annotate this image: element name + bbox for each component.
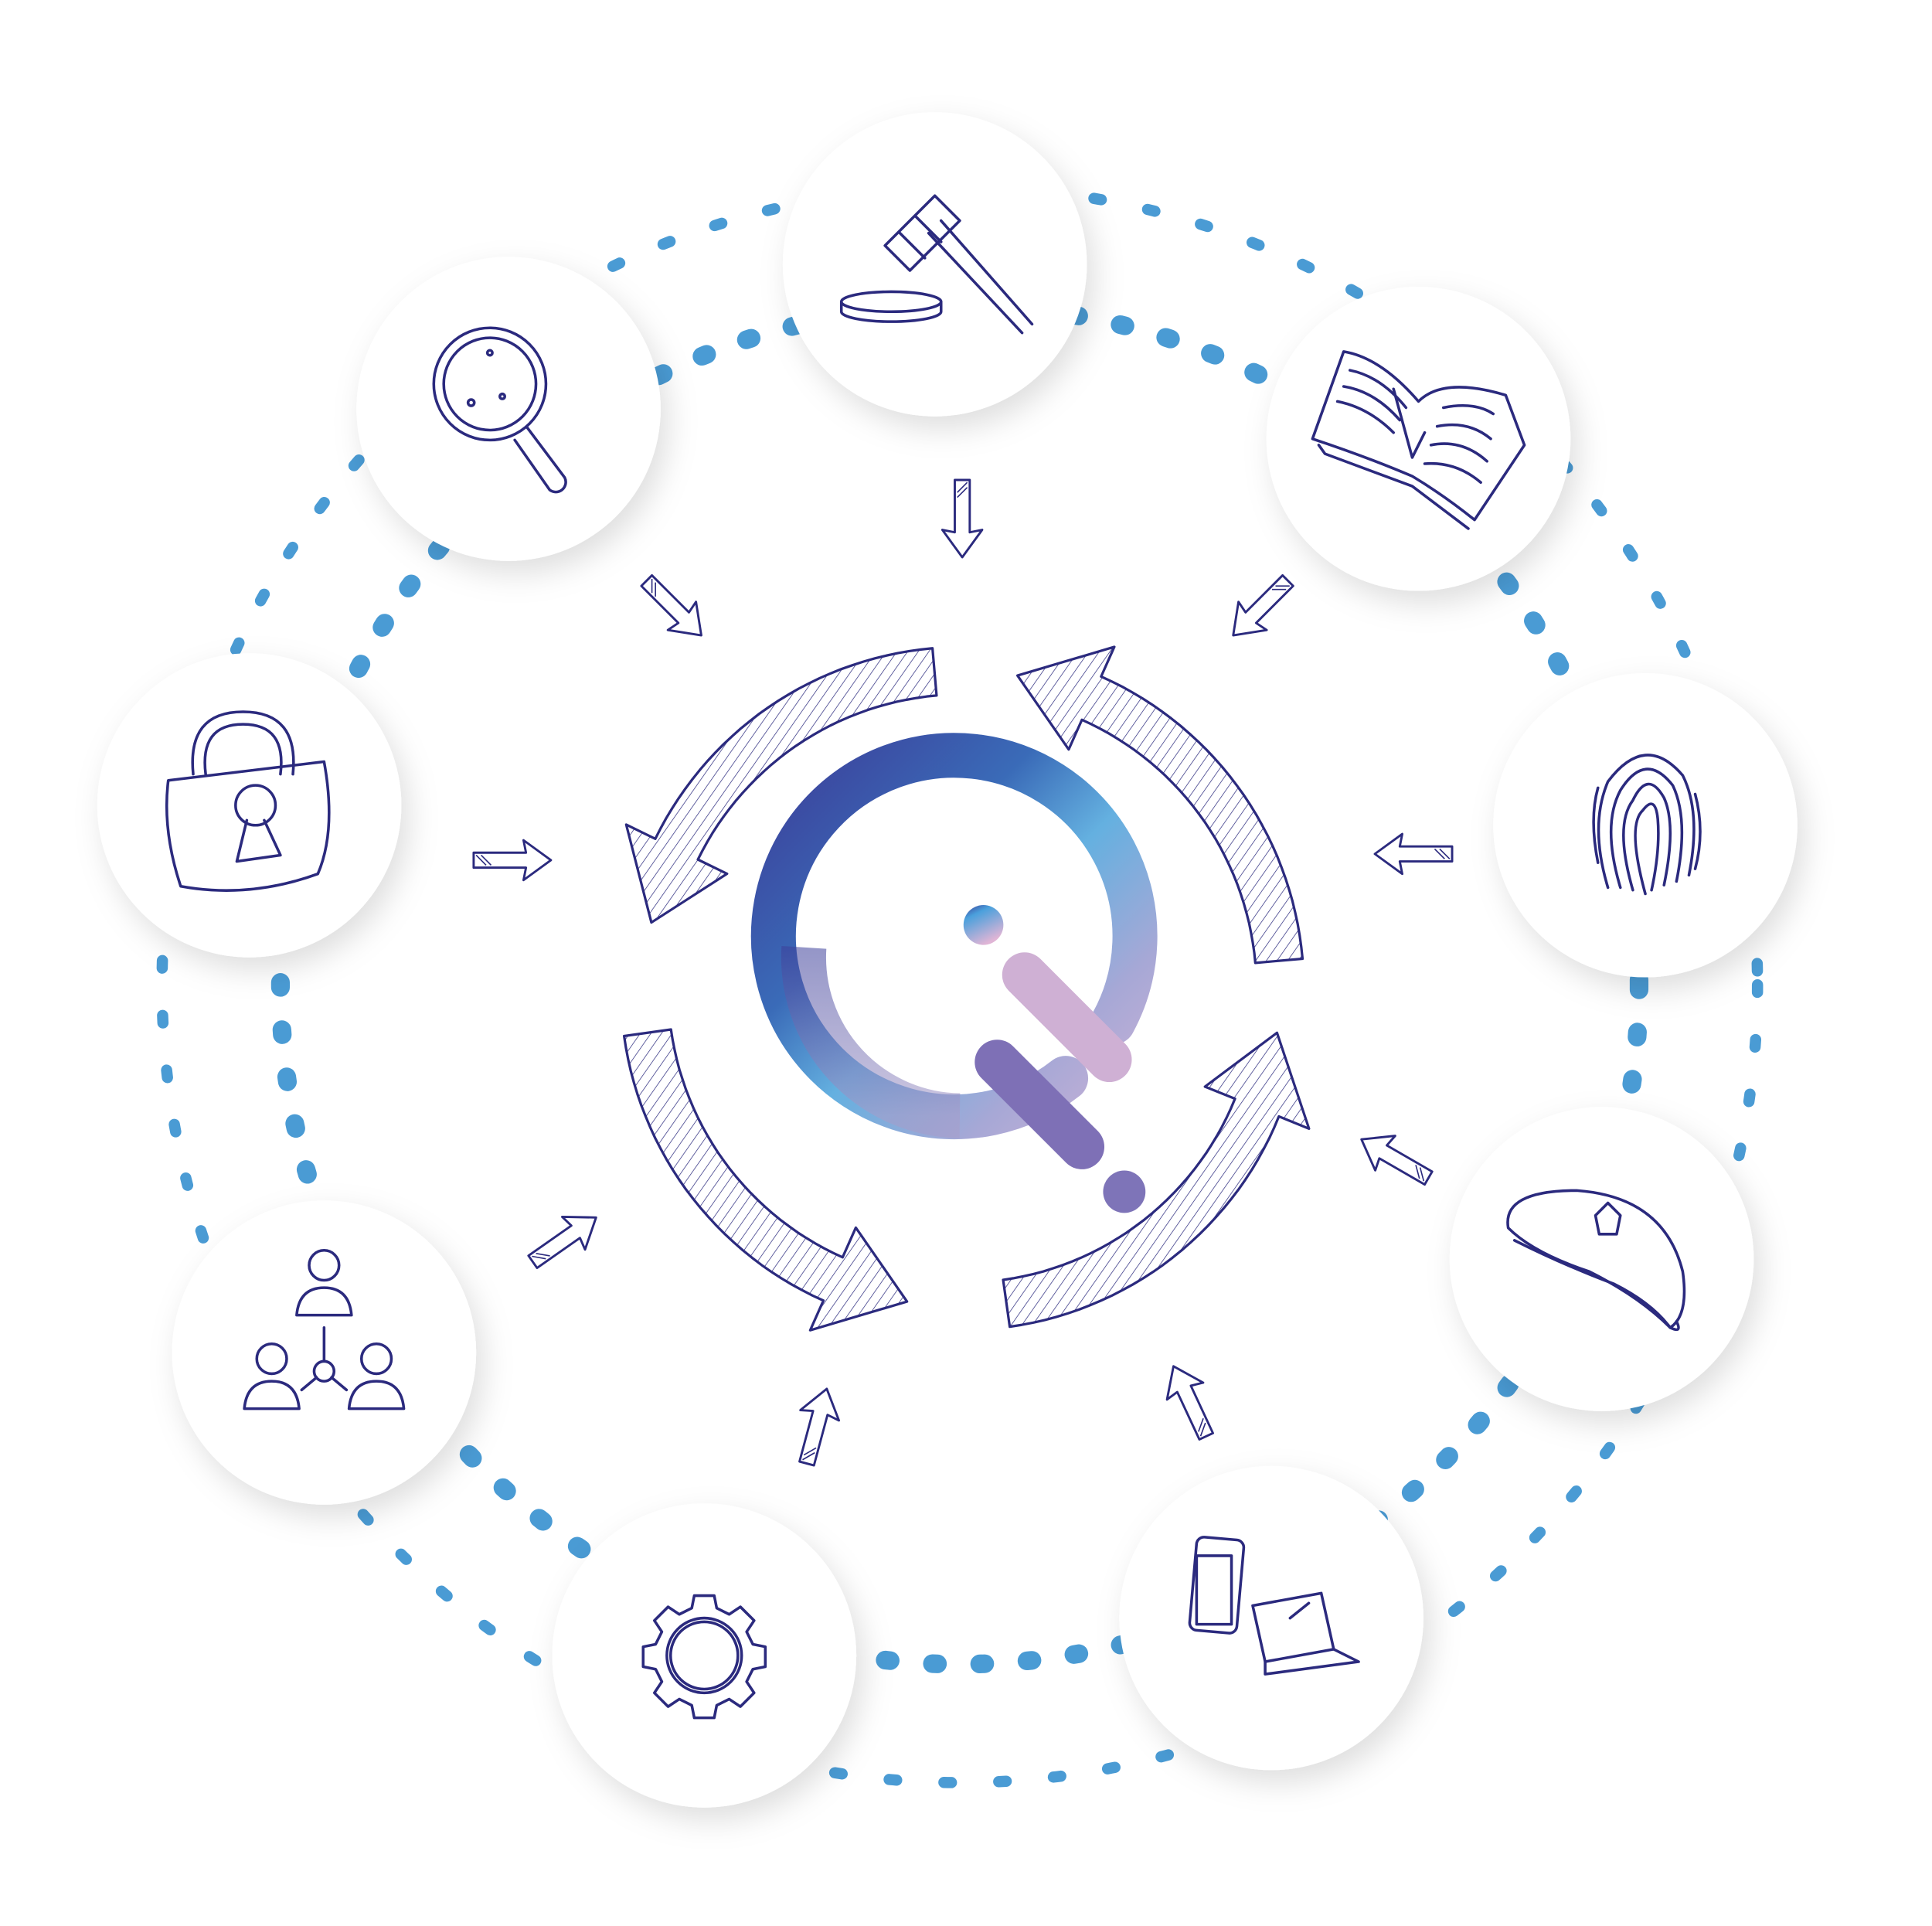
inward-arrows bbox=[472, 478, 1454, 1467]
small-arrow-icon bbox=[940, 478, 984, 559]
small-arrow-icon bbox=[640, 574, 702, 637]
small-arrow-icon bbox=[1360, 1135, 1434, 1186]
cycle-arrows bbox=[622, 645, 1311, 1332]
curved-arrow-top-right bbox=[1016, 645, 1304, 965]
small-arrow-icon bbox=[1165, 1365, 1214, 1441]
curved-arrow-top-left bbox=[624, 647, 938, 924]
padlock-node bbox=[97, 653, 402, 958]
inner-dotted-ring bbox=[270, 296, 1649, 1674]
small-arrow-icon bbox=[472, 839, 553, 882]
people-network-icon bbox=[243, 1249, 406, 1410]
gear-icon bbox=[641, 1594, 767, 1720]
padlock-icon bbox=[165, 710, 331, 892]
curved-arrow-bottom-right bbox=[1002, 1031, 1311, 1329]
open-book-node bbox=[1266, 287, 1571, 591]
curved-arrow-bottom-left bbox=[622, 1028, 909, 1332]
magnifier-node bbox=[356, 257, 661, 561]
beret-node bbox=[1449, 1107, 1754, 1411]
small-arrow-icon bbox=[527, 1216, 597, 1270]
outer-dotted-ring bbox=[156, 181, 1764, 1788]
open-book-icon bbox=[1311, 350, 1526, 530]
beret-icon bbox=[1506, 1189, 1686, 1332]
small-arrow-icon bbox=[798, 1387, 841, 1467]
people-network-node bbox=[172, 1200, 477, 1505]
fingerprint-icon bbox=[1592, 754, 1702, 896]
q-logo-icon bbox=[750, 733, 1158, 1213]
gavel-node bbox=[782, 112, 1087, 417]
gavel-icon bbox=[839, 194, 1034, 335]
magnifier-icon bbox=[432, 326, 567, 494]
devices-icon bbox=[1188, 1536, 1360, 1676]
gear-node bbox=[552, 1503, 857, 1808]
fingerprint-node bbox=[1493, 673, 1798, 978]
small-arrow-icon bbox=[1373, 832, 1454, 876]
devices-node bbox=[1119, 1465, 1423, 1771]
small-arrow-icon bbox=[1232, 574, 1294, 637]
